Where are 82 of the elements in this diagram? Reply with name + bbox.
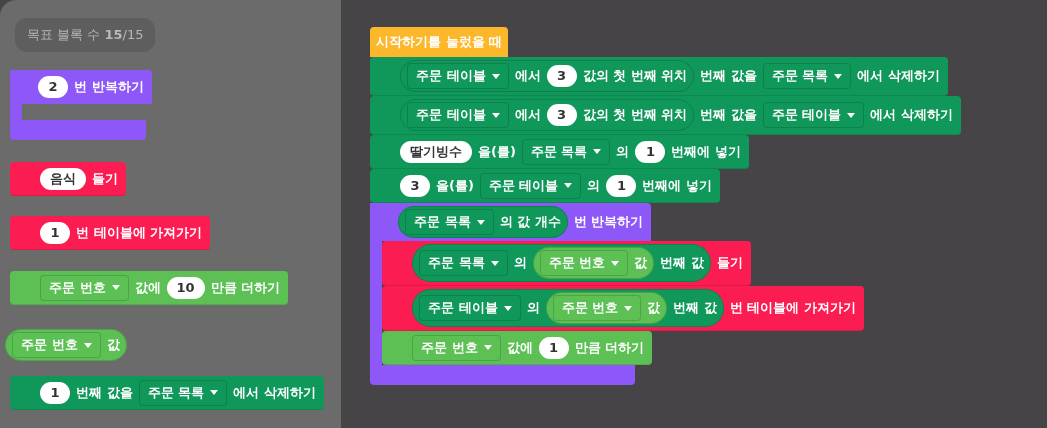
block-label: 에서 삭제하기 xyxy=(870,106,953,125)
block-label: 값의 첫 번째 위치 xyxy=(582,106,688,125)
dropdown: 주문 번호 xyxy=(412,334,501,361)
block-label: 번째에 넣기 xyxy=(671,142,741,161)
reporter-block xyxy=(412,244,711,282)
block-label: 값 xyxy=(634,254,648,273)
block-label: 의 xyxy=(616,142,630,161)
start-event-block: 시작하기를 눌렀을 때 xyxy=(370,27,509,57)
number-input: 1 xyxy=(606,174,637,197)
block-label: 값 xyxy=(647,299,661,318)
list-block xyxy=(370,135,749,169)
number-input: 1 xyxy=(538,336,569,359)
block-label: 번째 값을 xyxy=(76,383,133,402)
dropdown: 주문 목록 xyxy=(405,209,494,235)
variable-block xyxy=(10,271,289,305)
reporter-block xyxy=(400,99,695,131)
action-block xyxy=(382,286,864,331)
reporter-block xyxy=(5,329,127,361)
block-label: 번 반복하기 xyxy=(74,78,144,97)
dropdown: 주문 테이블 xyxy=(419,295,521,321)
block-label: 에서 xyxy=(514,67,541,86)
block-label: 들기 xyxy=(716,254,743,273)
block-count-badge: 목표 블록 수 15/15 xyxy=(15,18,156,52)
block-label: 의 xyxy=(513,254,527,273)
dropdown: 주문 테이블 xyxy=(407,63,509,89)
block-label: 을(를) xyxy=(436,176,474,195)
dropdown: 주문 테이블 xyxy=(762,102,865,128)
dropdown: 주문 목록 xyxy=(521,138,611,165)
block-label: 번 테이블에 가져가기 xyxy=(76,223,203,242)
block-label: 에서 xyxy=(514,106,541,125)
number-input: 10 xyxy=(166,276,205,299)
reporter-block xyxy=(398,206,568,238)
block-label: 번째 값 xyxy=(660,254,704,273)
dropdown: 주문 번호 xyxy=(552,295,642,321)
dropdown: 주문 목록 xyxy=(138,379,228,406)
block-label: 값에 xyxy=(134,278,161,297)
block-label: 만큼 더하기 xyxy=(574,338,645,357)
block-label: 값의 첫 번째 위치 xyxy=(582,67,688,86)
block-label: 들기 xyxy=(92,169,118,188)
number-input: 음식 xyxy=(40,167,86,190)
number-input: 2 xyxy=(38,76,68,98)
action-block xyxy=(382,241,751,286)
block-label: 을(를) xyxy=(478,142,516,161)
block-label: 의 xyxy=(587,176,601,195)
reporter-block xyxy=(545,292,668,324)
block-label: 번째 값 xyxy=(673,299,717,318)
list-block xyxy=(370,96,961,135)
number-input: 딸기빙수 xyxy=(400,140,472,163)
block-label: 값에 xyxy=(506,338,533,357)
reporter-block xyxy=(532,247,655,279)
variable-block xyxy=(382,331,653,365)
action-block xyxy=(10,216,211,250)
block-label: 번 테이블에 가져가기 xyxy=(729,299,856,318)
block-label: 값 xyxy=(106,336,120,355)
block-label: 번째에 넣기 xyxy=(642,176,712,195)
reporter-block xyxy=(400,60,695,92)
block-label: 의 xyxy=(526,299,540,318)
number-input: 1 xyxy=(635,140,666,163)
dropdown: 주문 번호 xyxy=(539,250,629,276)
block-label: 의 값 개수 xyxy=(499,213,561,232)
block-label: 만큼 더하기 xyxy=(210,278,281,297)
block-label: 번째 값을 xyxy=(700,106,757,125)
block-label: 에서 삭제하기 xyxy=(233,383,316,402)
dropdown: 주문 테이블 xyxy=(479,172,582,199)
dropdown: 주문 목록 xyxy=(419,250,508,276)
block-label: 번째 값을 xyxy=(700,67,757,86)
dropdown: 주문 테이블 xyxy=(407,102,509,128)
list-block xyxy=(370,57,948,96)
reporter-block xyxy=(412,289,724,327)
dropdown: 주문 목록 xyxy=(762,63,852,89)
dropdown: 주문 번호 xyxy=(40,274,129,301)
list-block xyxy=(370,169,720,203)
number-input: 1 xyxy=(40,221,70,244)
dropdown: 주문 번호 xyxy=(12,332,101,358)
number-input: 3 xyxy=(400,174,430,197)
number-input: 3 xyxy=(546,104,577,126)
action-block xyxy=(10,162,126,196)
number-input: 1 xyxy=(40,381,70,404)
block-label: 에서 삭제하기 xyxy=(857,67,940,86)
list-block xyxy=(10,376,324,410)
block-label: 번 반복하기 xyxy=(573,213,644,232)
number-input: 3 xyxy=(546,65,577,87)
